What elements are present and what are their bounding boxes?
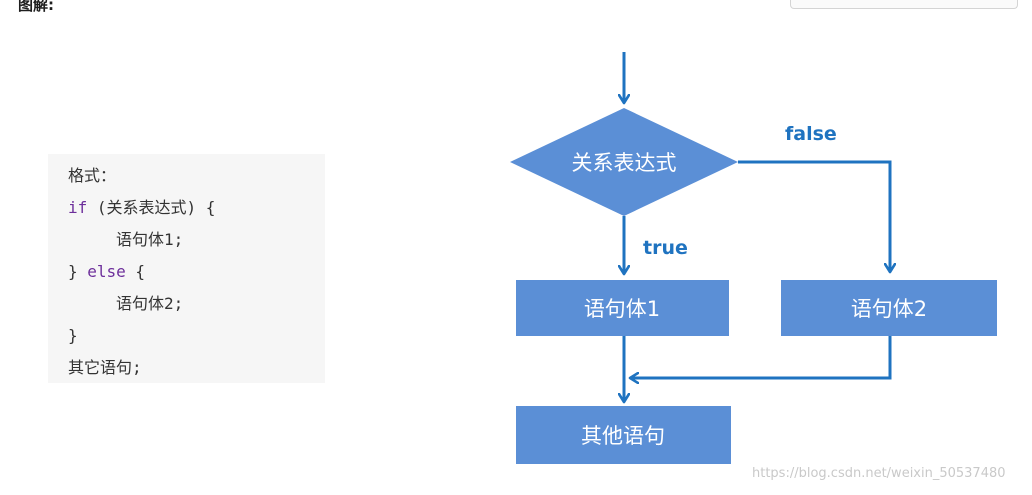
code-line-5: 语句体2; [68, 288, 325, 320]
top-right-panel [790, 0, 1018, 9]
code-if-condition: (关系表达式) { [87, 198, 216, 217]
statement-1-label: 语句体1 [584, 297, 660, 321]
true-label: true [643, 237, 688, 259]
false-label: false [785, 123, 837, 145]
statement-2-label: 语句体2 [851, 297, 927, 321]
code-line-6: } [68, 320, 325, 352]
code-line-3: 语句体1; [68, 224, 325, 256]
decision-diamond [510, 108, 738, 216]
code-other-statement: 其它语句; [68, 358, 142, 377]
code-keyword-if: if [68, 198, 88, 217]
statement-1-box [516, 280, 729, 336]
statement-2-box [781, 280, 997, 336]
code-format-label: 格式： [68, 166, 117, 185]
code-end-brace: } [68, 326, 78, 345]
section-heading: 图解: [18, 0, 54, 14]
decision-label: 关系表达式 [572, 151, 677, 175]
other-statement-label: 其他语句 [581, 424, 665, 448]
code-line-1: 格式： [68, 160, 325, 192]
code-open-brace: { [125, 262, 146, 281]
code-line-2: if (关系表达式) { [68, 192, 325, 224]
code-line-4: } else { [68, 256, 325, 288]
code-keyword-else: else [87, 262, 126, 281]
code-block: 格式： if (关系表达式) { 语句体1; } else { 语句体2; } … [48, 154, 325, 383]
false-arrow [738, 160, 890, 272]
watermark: https://blog.csdn.net/weixin_50537480 [752, 466, 1006, 481]
merge-arrow [630, 336, 892, 378]
code-close-brace: } [68, 262, 88, 281]
code-statement-2: 语句体2; [116, 294, 184, 313]
code-line-7: 其它语句; [68, 352, 325, 384]
code-statement-1: 语句体1; [116, 230, 184, 249]
other-statement-box [516, 406, 731, 464]
